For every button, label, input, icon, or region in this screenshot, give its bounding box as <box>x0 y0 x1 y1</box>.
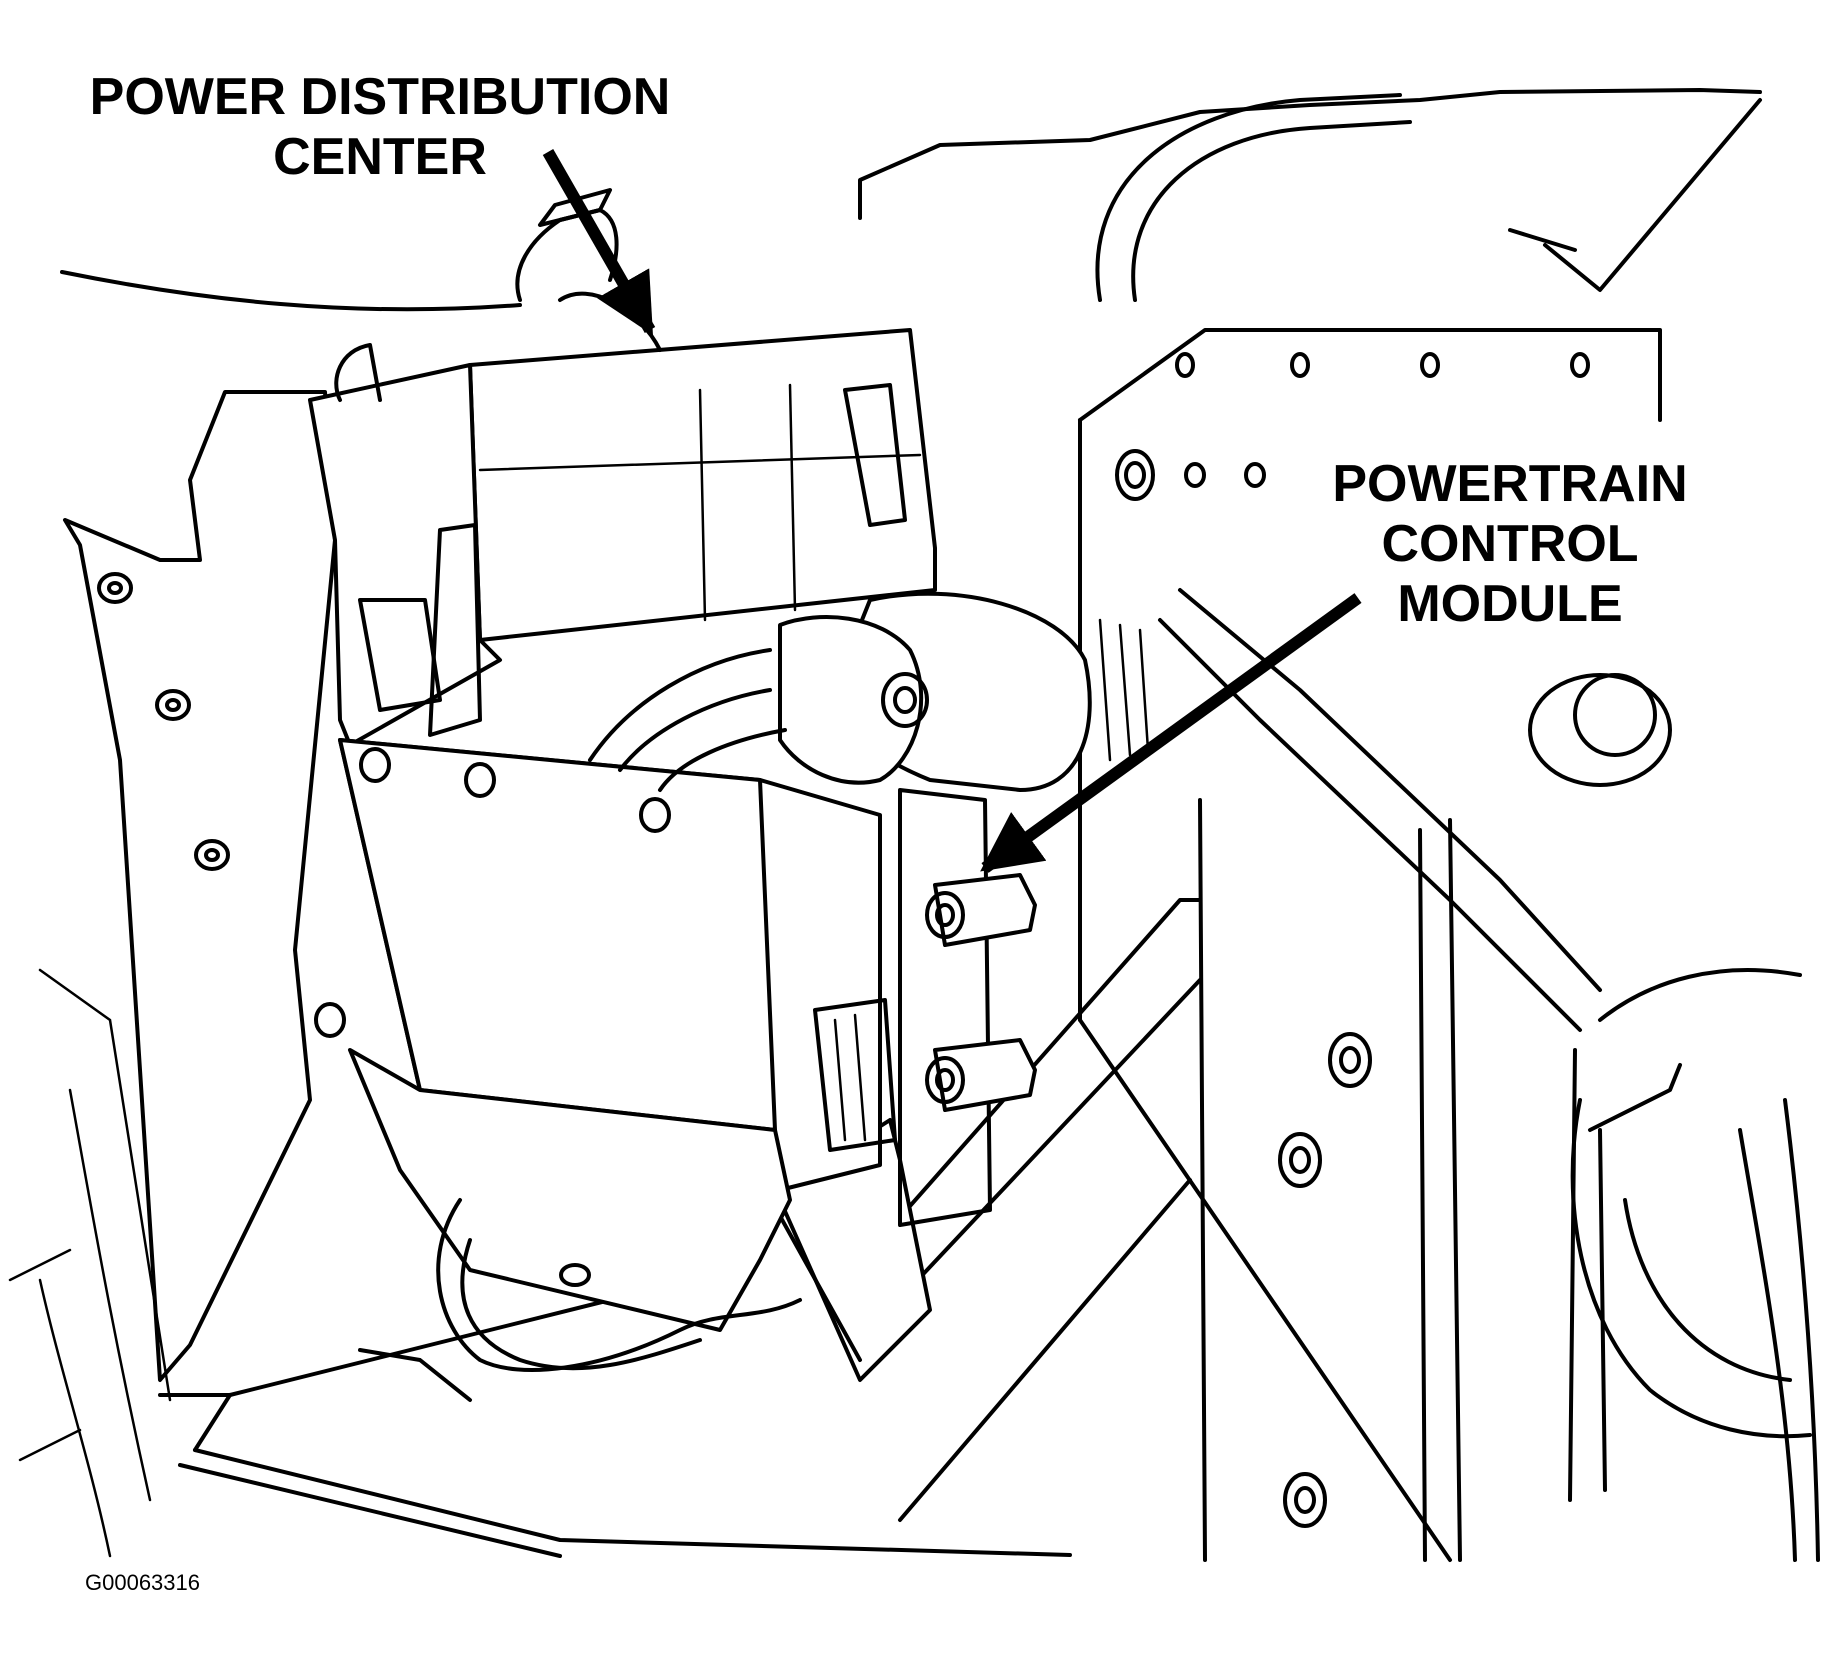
fender-strip-4 <box>8 1248 72 1282</box>
fender-strip-2 <box>68 1088 152 1502</box>
lower-wiring-2 <box>460 1238 702 1371</box>
lower-wiring <box>436 1198 802 1372</box>
pcm-front-face <box>338 738 777 1132</box>
powertrain-control-module-label-line-1: POWERTRAIN <box>1332 455 1688 513</box>
powertrain-control-module-label: POWERTRAIN CONTROL MODULE <box>1300 455 1720 634</box>
diagonal-bracket <box>1158 618 1582 1032</box>
pdc-pointer-arrow <box>542 149 656 336</box>
right-frame-panel <box>1078 328 1662 422</box>
harness-ribs <box>1098 618 1150 762</box>
fan-bracket <box>1588 1063 1682 1132</box>
pdc-side-clip <box>358 598 442 712</box>
powertrain-control-module-label-line-2: CONTROL <box>1381 514 1639 573</box>
frame-bolt-holes-top <box>1115 352 1590 501</box>
pdc-lid-line-1 <box>478 453 922 472</box>
mount-post-right <box>1448 818 1462 1562</box>
harness-connector-cap <box>778 615 924 785</box>
harness-connector-bolt <box>881 672 929 728</box>
mount-post-inner <box>1418 828 1427 1562</box>
diagonal-bracket-3 <box>878 898 1202 1242</box>
harness-wires <box>588 648 772 762</box>
diagonal-bracket-2 <box>1178 588 1602 992</box>
pcm-lower-housing <box>348 1048 792 1332</box>
fender-bolts <box>97 572 230 871</box>
hose-bracket-2 <box>1508 228 1577 252</box>
fender-strip-5 <box>18 1428 82 1462</box>
fan-arc <box>1738 1128 1797 1562</box>
wire-loop-left <box>334 343 382 402</box>
radiator-shroud-outline <box>858 88 1762 220</box>
pcm-pointer-arrow <box>980 593 1362 873</box>
post-bolts <box>1278 1032 1372 1528</box>
power-distribution-center-label: POWER DISTRIBUTION CENTER <box>55 68 705 188</box>
pcm-mount-studs <box>925 873 1037 1112</box>
fan-shroud-edge-2 <box>1598 1128 1607 1492</box>
upper-hose-inner <box>1131 120 1412 302</box>
figure-id: G00063316 <box>85 1570 200 1595</box>
frame-large-port <box>1528 673 1672 787</box>
upper-hose <box>1095 93 1402 302</box>
left-fender-panel <box>63 390 337 1382</box>
lower-wiring-3 <box>358 1348 472 1402</box>
fan-arc-2 <box>1783 1098 1820 1562</box>
harness-wires-3 <box>658 728 787 792</box>
pcm-side-plate <box>898 788 992 1227</box>
power-distribution-center-label-line-1: POWER DISTRIBUTION <box>89 68 671 126</box>
hood-line <box>60 270 522 312</box>
mount-post-left <box>1198 798 1207 1562</box>
fender-strip-1 <box>38 968 172 1402</box>
pdc-lid-latch <box>843 383 907 527</box>
powertrain-control-module-label-line-3: MODULE <box>1397 574 1623 633</box>
diagonal-bracket-5 <box>898 1178 1192 1522</box>
lower-wiring-clip <box>559 1263 591 1287</box>
hose-bracket <box>1543 98 1762 292</box>
pcm-top-bolts <box>314 747 671 1038</box>
fender-strip-3 <box>38 1278 112 1558</box>
lower-tray-3 <box>193 1448 1072 1557</box>
diagonal-bracket-4 <box>878 978 1202 1322</box>
pdc-box <box>308 363 502 747</box>
lower-tray-2 <box>193 1393 232 1452</box>
pdc-lid-line-2 <box>698 388 707 622</box>
power-distribution-center-label-line-2: CENTER <box>273 127 487 186</box>
fan-shroud-curve-2 <box>1570 1098 1812 1439</box>
pcm-side-connector <box>813 998 897 1152</box>
harness-wires-2 <box>618 688 772 772</box>
fan-shroud-curve-3 <box>1623 1198 1792 1382</box>
pdc-lid-line-3 <box>788 383 797 612</box>
right-frame-lower <box>1078 1018 1452 1562</box>
fan-shroud-edge <box>1568 1048 1577 1502</box>
lower-tray-4 <box>178 1463 562 1558</box>
fan-shroud-curve <box>1598 968 1802 1022</box>
pcm-connector-ribs <box>833 1013 867 1142</box>
